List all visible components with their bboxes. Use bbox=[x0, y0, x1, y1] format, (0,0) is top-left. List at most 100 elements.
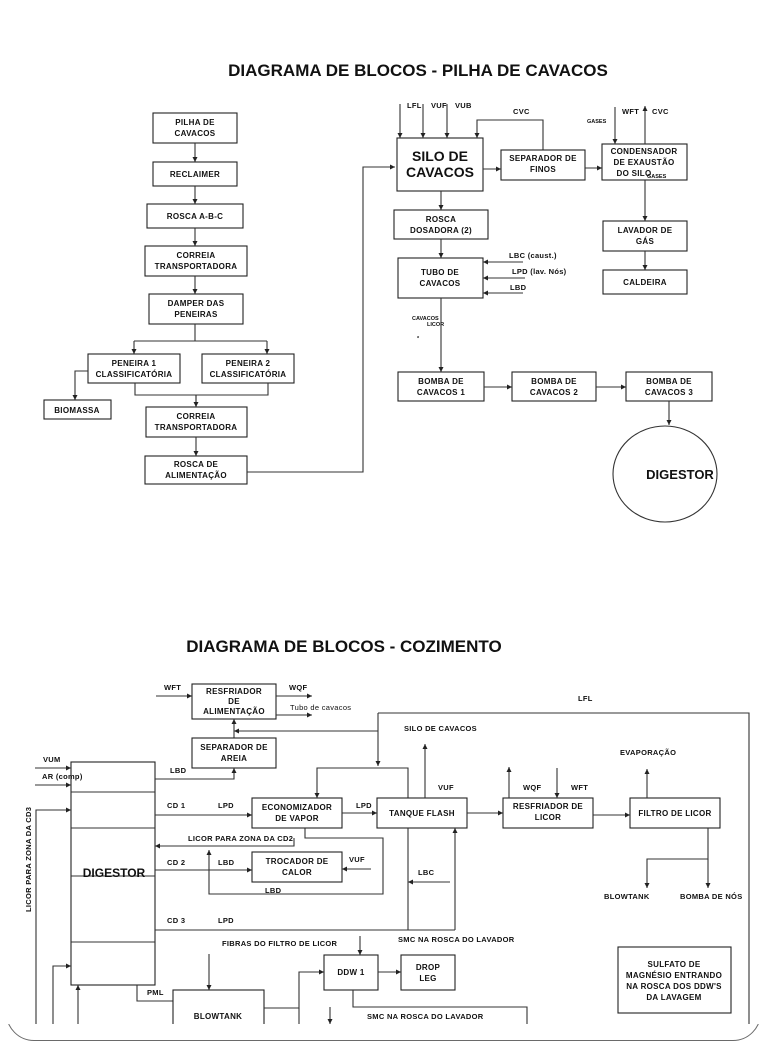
svg-text:TRANSPORTADORA: TRANSPORTADORA bbox=[155, 262, 238, 271]
svg-text:NA ROSCA DOS DDW'S: NA ROSCA DOS DDW'S bbox=[626, 982, 722, 991]
svg-text:DROP: DROP bbox=[416, 963, 441, 972]
svg-text:CONDENSADOR: CONDENSADOR bbox=[611, 147, 678, 156]
connector bbox=[134, 383, 269, 406]
block-resfriador-de-licor: RESFRIADOR DE LICOR bbox=[502, 797, 594, 829]
svg-text:PENEIRAS: PENEIRAS bbox=[174, 310, 218, 319]
label-lpd: LPD (lav. Nós) bbox=[512, 267, 567, 276]
svg-text:ECONOMIZADOR: ECONOMIZADOR bbox=[262, 803, 332, 812]
svg-text:TROCADOR DE: TROCADOR DE bbox=[266, 857, 329, 866]
svg-text:DOSADORA (2): DOSADORA (2) bbox=[410, 226, 472, 235]
label-gases-out: GASES bbox=[647, 174, 667, 180]
arrow bbox=[155, 838, 295, 849]
svg-text:ROSCA DE: ROSCA DE bbox=[174, 460, 219, 469]
label-vuf-1: VUF bbox=[438, 783, 454, 792]
svg-text:DO SILO: DO SILO bbox=[617, 169, 652, 178]
svg-text:CAVACOS: CAVACOS bbox=[406, 164, 474, 180]
block-bomba-de-cavacos-3: BOMBA DE CAVACOS 3 bbox=[625, 371, 713, 402]
block-reclaimer: RECLAIMER bbox=[152, 161, 238, 187]
svg-text:PENEIRA 2: PENEIRA 2 bbox=[226, 359, 271, 368]
svg-text:DIGESTOR: DIGESTOR bbox=[83, 866, 146, 880]
label-cd3: CD 3 bbox=[167, 916, 185, 925]
cvc-return bbox=[474, 119, 544, 150]
block-correia-transportadora-2: CORREIA TRANSPORTADORA bbox=[145, 406, 248, 438]
block-lavador-de-gas: LAVADOR DE GÁS bbox=[602, 220, 688, 252]
label-cd2: CD 2 bbox=[167, 858, 185, 867]
svg-text:ROSCA: ROSCA bbox=[426, 215, 456, 224]
svg-text:ALIMENTAÇÃO: ALIMENTAÇÃO bbox=[203, 707, 265, 716]
slide1-title: DIAGRAMA DE BLOCOS - PILHA DE CAVACOS bbox=[228, 61, 608, 80]
block-tanque-flash: TANQUE FLASH bbox=[376, 797, 468, 829]
block-bomba-de-cavacos-2: BOMBA DE CAVACOS 2 bbox=[511, 371, 597, 402]
svg-text:RESFRIADOR DE: RESFRIADOR DE bbox=[513, 802, 583, 811]
label-lfl: LFL bbox=[578, 694, 593, 703]
label-vum: VUM bbox=[43, 755, 61, 764]
block-separador-de-finos: SEPARADOR DE FINOS bbox=[500, 149, 586, 181]
block-digestor-circle: DIGESTOR bbox=[612, 425, 718, 523]
svg-text:SEPARADOR DE: SEPARADOR DE bbox=[200, 743, 268, 752]
block-drop-leg: DROP LEG bbox=[400, 954, 456, 991]
svg-text:BOMBA DE: BOMBA DE bbox=[418, 377, 464, 386]
label-fibras: FIBRAS DO FILTRO DE LICOR bbox=[222, 939, 338, 948]
lfl-line bbox=[378, 712, 750, 1024]
svg-text:TRANSPORTADORA: TRANSPORTADORA bbox=[155, 423, 238, 432]
svg-text:SEPARADOR DE: SEPARADOR DE bbox=[509, 154, 577, 163]
label-tubo-de-cavacos: Tubo de cavacos bbox=[290, 703, 351, 712]
label-wqf-top: WQF bbox=[289, 683, 308, 692]
label-blowtank-out: BLOWTANK bbox=[604, 892, 650, 901]
svg-text:BLOWTANK: BLOWTANK bbox=[194, 1012, 242, 1021]
block-blowtank: BLOWTANK bbox=[172, 989, 265, 1024]
svg-text:DDW 1: DDW 1 bbox=[337, 968, 365, 977]
block-rosca-abc: ROSCA A-B-C bbox=[146, 203, 244, 229]
block-correia-transportadora-1: CORREIA TRANSPORTADORA bbox=[144, 245, 248, 277]
block-economizador-de-vapor: ECONOMIZADOR DE VAPOR bbox=[251, 797, 343, 829]
svg-text:BOMBA DE: BOMBA DE bbox=[646, 377, 692, 386]
block-filtro-de-licor: FILTRO DE LICOR bbox=[629, 797, 721, 829]
svg-text:DE VAPOR: DE VAPOR bbox=[275, 814, 319, 823]
label-wft: WFT bbox=[571, 783, 588, 792]
svg-text:CORREIA: CORREIA bbox=[177, 412, 216, 421]
label-cavacos: CAVACOS bbox=[412, 316, 439, 322]
label-lbd-3: LBD bbox=[265, 886, 282, 895]
label-lpd-3: LPD bbox=[218, 916, 234, 925]
svg-text:SILO DE: SILO DE bbox=[412, 148, 468, 164]
label-licor-cd3: LICOR PARA ZONA DA CD3 bbox=[24, 807, 33, 912]
svg-text:AREIA: AREIA bbox=[221, 754, 247, 763]
label-vub: VUB bbox=[455, 101, 472, 110]
label-lfl: LFL bbox=[407, 101, 422, 110]
arrow bbox=[35, 807, 71, 1024]
line bbox=[352, 990, 528, 1024]
svg-text:LEG: LEG bbox=[419, 974, 436, 983]
block-silo-de-cavacos: SILO DE CAVACOS bbox=[396, 137, 484, 192]
label-cd1: CD 1 bbox=[167, 801, 185, 810]
svg-text:DAMPER DAS: DAMPER DAS bbox=[168, 299, 225, 308]
note-sulfato-de-magnesio: SULFATO DE MAGNÉSIO ENTRANDO NA ROSCA DO… bbox=[617, 946, 732, 1014]
block-trocador-de-calor: TROCADOR DE CALOR bbox=[251, 851, 343, 883]
svg-text:CLASSIFICATÓRIA: CLASSIFICATÓRIA bbox=[210, 370, 287, 379]
pml-line bbox=[136, 985, 173, 1002]
arrow bbox=[314, 767, 409, 798]
svg-text:ROSCA A-B-C: ROSCA A-B-C bbox=[167, 212, 223, 221]
svg-text:MAGNÉSIO ENTRANDO: MAGNÉSIO ENTRANDO bbox=[626, 971, 722, 980]
block-peneira-2: PENEIRA 2 CLASSIFICATÓRIA bbox=[201, 353, 295, 384]
label-gases-in: GASES bbox=[587, 119, 607, 125]
svg-text:PENEIRA 1: PENEIRA 1 bbox=[112, 359, 157, 368]
label-smc-2: SMC NA ROSCA DO LAVADOR bbox=[367, 1012, 484, 1021]
svg-text:RESFRIADOR: RESFRIADOR bbox=[206, 687, 262, 696]
label-lbd: LBD bbox=[510, 283, 527, 292]
svg-text:TUBO DE: TUBO DE bbox=[421, 268, 459, 277]
label-vuf: VUF bbox=[431, 101, 447, 110]
block-ddw1: DDW 1 bbox=[323, 954, 379, 991]
svg-text:CAVACOS: CAVACOS bbox=[420, 279, 461, 288]
arrow bbox=[72, 370, 88, 400]
block-damper-das-peneiras: DAMPER DAS PENEIRAS bbox=[148, 293, 244, 325]
svg-text:CORREIA: CORREIA bbox=[177, 251, 216, 260]
label-cvc: CVC bbox=[513, 107, 530, 116]
block-caldeira: CALDEIRA bbox=[602, 269, 688, 295]
svg-text:DE: DE bbox=[228, 697, 240, 706]
arrow bbox=[52, 963, 71, 1024]
label-ar-comp: AR (comp) bbox=[42, 772, 83, 781]
svg-text:DA LAVAGEM: DA LAVAGEM bbox=[646, 993, 701, 1002]
block-pilha-de-cavacos: PILHA DE CAVACOS bbox=[152, 112, 238, 144]
label-wft: WFT bbox=[622, 107, 639, 116]
